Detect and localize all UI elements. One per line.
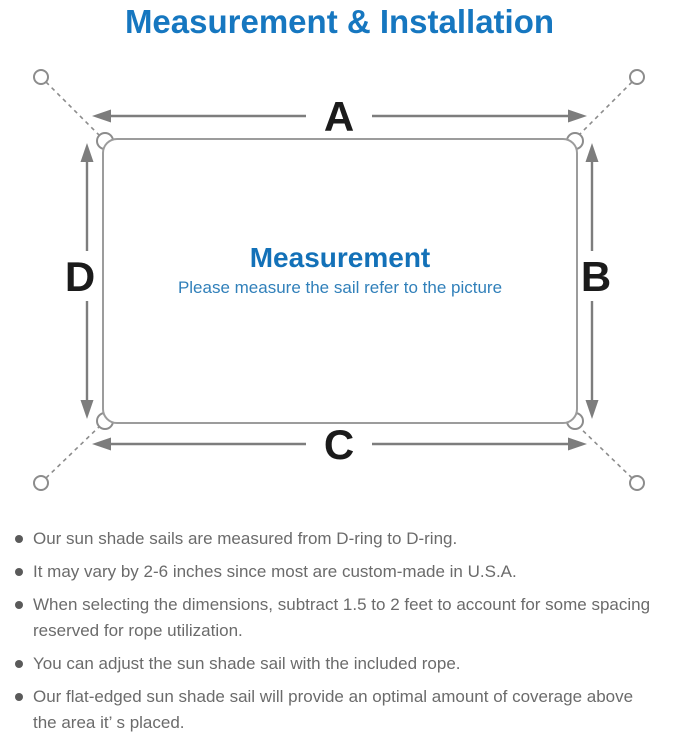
- dimension-arrow-b: B: [581, 143, 611, 419]
- rope-line-bottom-left: [45, 423, 103, 479]
- arrowhead-down-icon: [80, 400, 94, 419]
- anchor-points: [33, 69, 645, 491]
- side-label-a: A: [324, 93, 354, 140]
- bullet-icon: [15, 693, 23, 701]
- page-title: Measurement & Installation: [124, 3, 555, 40]
- note-line: It may vary by 2-6 inches since most are…: [33, 562, 517, 581]
- anchor-ring-icon-top-left: [33, 69, 49, 85]
- note-line: reserved for rope utilization.: [33, 621, 243, 640]
- note-line: Our flat-edged sun shade sail will provi…: [33, 687, 634, 706]
- arrowhead-up-icon: [585, 143, 599, 162]
- arrowhead-down-icon: [585, 400, 599, 419]
- rope-line-top-right: [575, 81, 633, 139]
- note-text: Our sun shade sails are measured from D-…: [33, 526, 457, 552]
- center-title: Measurement: [250, 242, 431, 273]
- note-line: Our sun shade sails are measured from D-…: [33, 529, 458, 548]
- list-item: Our flat-edged sun shade sail will provi…: [13, 684, 671, 736]
- bullet-icon: [15, 535, 23, 543]
- list-item: When selecting the dimensions, subtract …: [13, 592, 671, 644]
- side-label-d: D: [65, 253, 95, 300]
- rope-line-bottom-right: [575, 423, 633, 479]
- anchor-ring-icon-bottom-right: [629, 475, 645, 491]
- dimension-arrow-c: C: [92, 421, 587, 468]
- arrowhead-left-icon: [92, 437, 111, 451]
- note-line: the area it’ s placed.: [33, 713, 185, 732]
- note-line: You can adjust the sun shade sail with t…: [33, 654, 461, 673]
- bullet-icon: [15, 660, 23, 668]
- arrowhead-left-icon: [92, 109, 111, 123]
- dimension-arrow-d: D: [65, 143, 95, 419]
- note-text: When selecting the dimensions, subtract …: [33, 592, 650, 644]
- center-subtitle: Please measure the sail refer to the pic…: [178, 278, 502, 297]
- note-text: Our flat-edged sun shade sail will provi…: [33, 684, 633, 736]
- notes-list: Our sun shade sails are measured from D-…: [0, 524, 679, 739]
- bullet-icon: [15, 601, 23, 609]
- rope-dashed-lines: [45, 81, 633, 479]
- list-item: You can adjust the sun shade sail with t…: [13, 651, 671, 677]
- dimension-arrow-a: A: [92, 93, 587, 140]
- rope-line-top-left: [45, 81, 103, 139]
- note-text: It may vary by 2-6 inches since most are…: [33, 559, 517, 585]
- anchor-ring-icon-top-right: [629, 69, 645, 85]
- note-line: When selecting the dimensions, subtract …: [33, 595, 651, 614]
- list-item: Our sun shade sails are measured from D-…: [13, 526, 671, 552]
- list-item: It may vary by 2-6 inches since most are…: [13, 559, 671, 585]
- sail-outline: [102, 138, 578, 424]
- anchor-ring-icon-bottom-left: [33, 475, 49, 491]
- side-label-c: C: [324, 421, 354, 468]
- sail-measurement-diagram: A C D B Measurement Please meas: [33, 69, 645, 491]
- note-text: You can adjust the sun shade sail with t…: [33, 651, 461, 677]
- bullet-icon: [15, 568, 23, 576]
- arrowhead-up-icon: [80, 143, 94, 162]
- arrowhead-right-icon: [568, 437, 587, 451]
- side-label-b: B: [581, 253, 611, 300]
- arrowhead-right-icon: [568, 109, 587, 123]
